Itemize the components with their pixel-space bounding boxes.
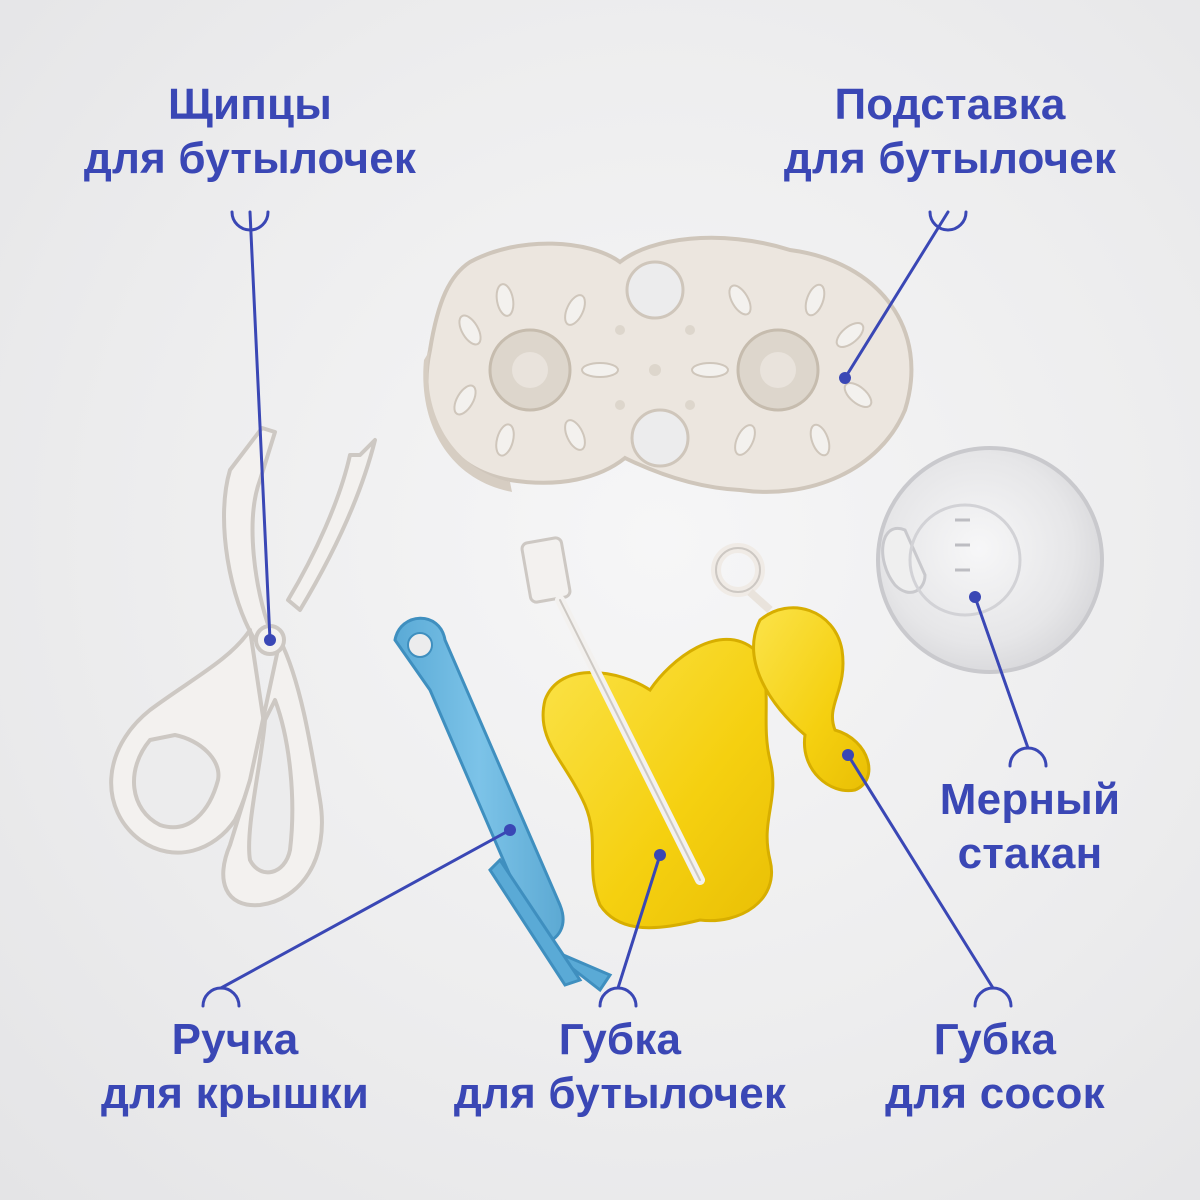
label-bottle-sponge: Губка для бутылочек [420,1013,820,1121]
label-line-1: Мерный [939,775,1121,824]
leader-lines [201,210,1048,1008]
label-line-2: для крышки [101,1069,369,1118]
callout-dots [264,372,981,861]
label-line-2: для бутылочек [783,134,1117,183]
label-line-2: стакан [957,829,1103,878]
callout-nipple-sponge [973,986,1013,1008]
label-line-1: Ручка [171,1015,299,1064]
callout-cup [1008,746,1048,768]
bottle-stand [423,235,914,494]
label-line-2: для бутылочек [453,1069,787,1118]
label-line-2: для сосок [885,1069,1105,1118]
measuring-cup [876,446,1104,674]
label-line-1: Губка [558,1015,682,1064]
cap-handle [393,616,613,993]
bottle-tongs [109,426,377,908]
nipple-sponge [711,543,871,793]
label-bottle-tongs: Щипцы для бутылочек [40,78,460,186]
label-line-2: для бутылочек [83,134,417,183]
label-line-1: Подставка [834,80,1066,129]
label-nipple-sponge: Губка для сосок [860,1013,1130,1121]
callout-handle [201,986,241,1008]
callout-stand [928,210,968,232]
label-cap-handle: Ручка для крышки [60,1013,410,1121]
callout-bottle-sponge [598,986,638,1008]
bottle-sponge [520,536,775,930]
label-bottle-stand: Подставка для бутылочек [750,78,1150,186]
label-line-1: Губка [933,1015,1057,1064]
label-measuring-cup: Мерный стакан [900,773,1160,881]
label-line-1: Щипцы [167,80,333,129]
